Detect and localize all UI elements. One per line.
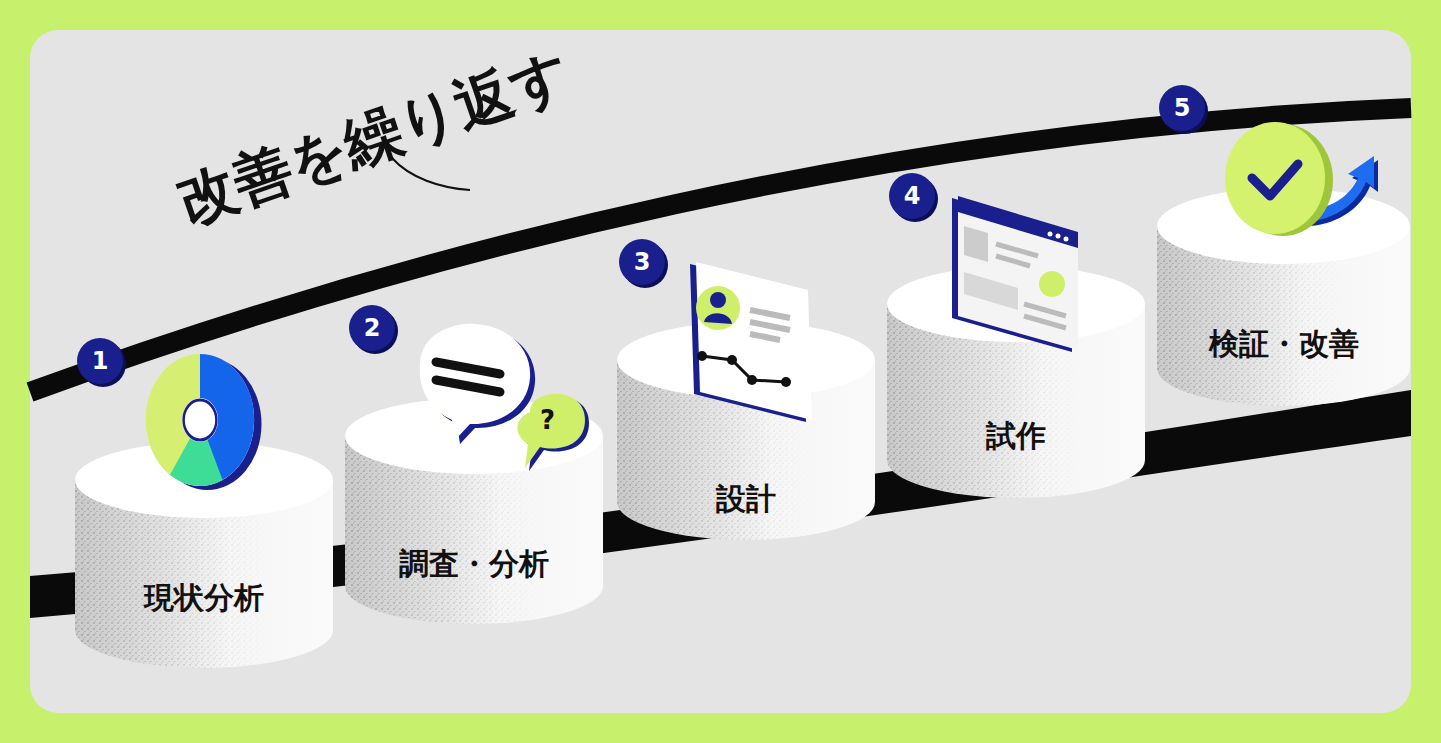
- bubble-question-mark: ?: [540, 405, 555, 435]
- speech-bubbles: [420, 324, 589, 471]
- step-number-badge: 4: [889, 173, 935, 219]
- callout-number: 3: [619, 239, 665, 285]
- check-coin: [1225, 122, 1378, 236]
- step-label: 試作: [986, 416, 1046, 457]
- step-label: 現状分析: [144, 578, 264, 619]
- step-label: 検証・改善: [1209, 324, 1359, 365]
- step-number-badge: 2: [349, 305, 395, 351]
- donut-chart: [146, 354, 262, 490]
- callout-number: 4: [889, 173, 935, 219]
- step-number-badge: 3: [619, 239, 665, 285]
- step-number-badge: 1: [77, 338, 123, 384]
- callout-number: 2: [349, 305, 395, 351]
- step-label: 設計: [716, 479, 776, 520]
- inner-panel: [30, 30, 1411, 713]
- callout-number: 5: [1159, 85, 1205, 131]
- callout-number: 1: [77, 338, 123, 384]
- step-label: 調査・分析: [399, 544, 549, 585]
- step-number-badge: 5: [1159, 85, 1205, 131]
- browser-window: [952, 196, 1078, 352]
- profile-card: [690, 262, 812, 422]
